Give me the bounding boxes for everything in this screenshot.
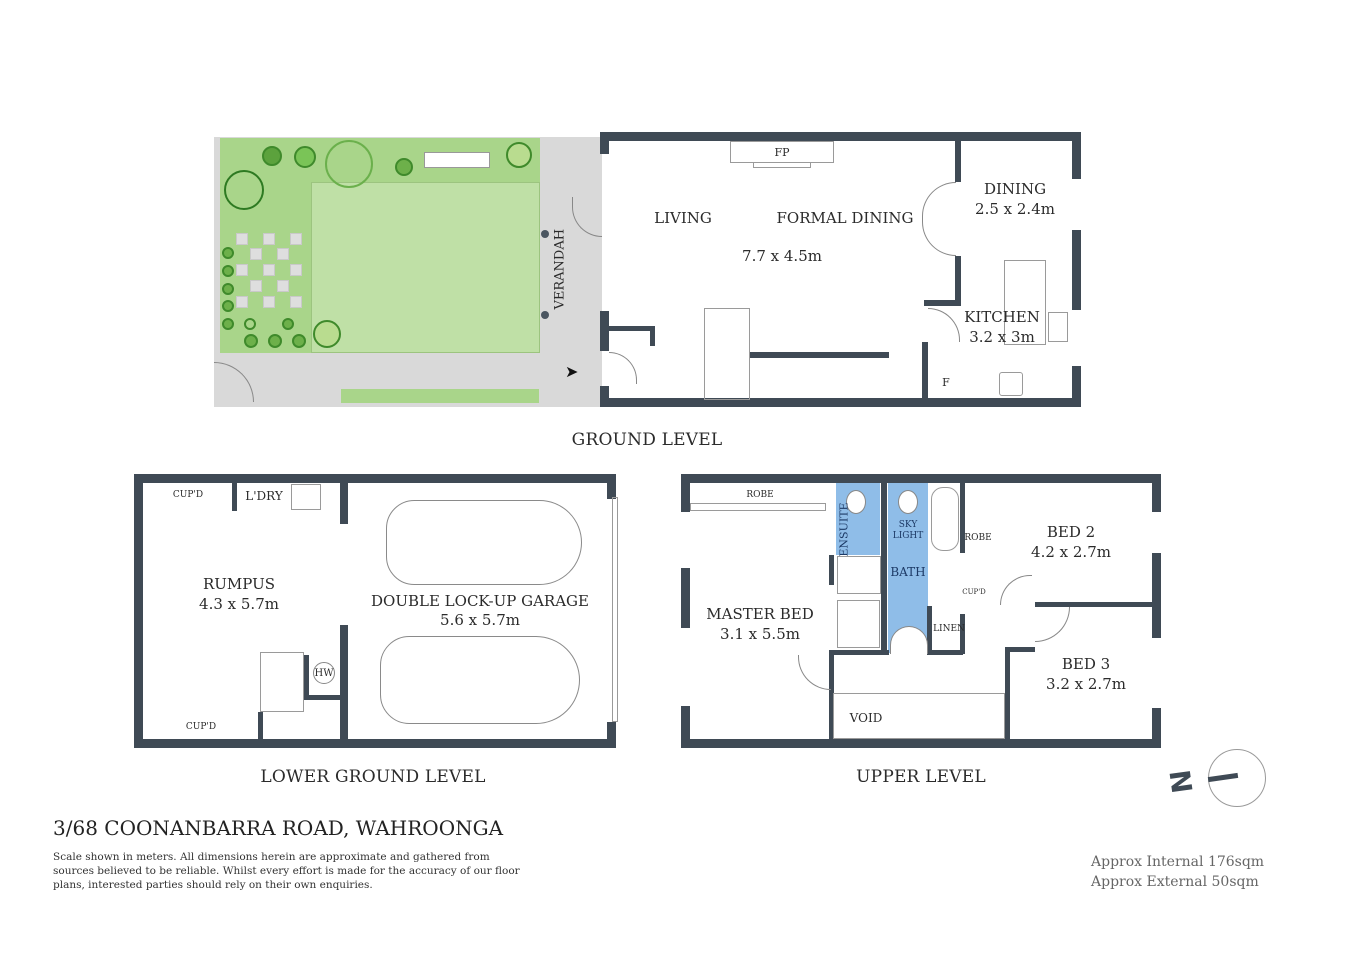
level-title-lower-ground: LOWER GROUND LEVEL [260, 767, 486, 787]
property-address: 3/68 COONANBARRA ROAD, WAHROONGA [53, 816, 504, 840]
sink [1048, 312, 1068, 342]
door-swing [890, 626, 928, 654]
toilet [846, 490, 866, 514]
area-external: Approx External 50sqm [1091, 874, 1259, 890]
toilet [898, 490, 918, 514]
room-dims-rumpus: 4.3 x 5.7m [199, 595, 279, 613]
garage-door [612, 497, 618, 722]
room-label-laundry: L'DRY [245, 489, 283, 503]
verandah-label: VERANDAH [552, 228, 568, 310]
room-dims-bed3: 3.2 x 2.7m [1046, 675, 1126, 693]
robe-label-bed2: ROBE [964, 533, 992, 543]
disclaimer-line: sources believed to be reliable. Whilst … [53, 865, 520, 877]
room-label-rumpus: RUMPUS [202, 575, 276, 593]
robe [690, 503, 826, 511]
kitchen-bench [1004, 260, 1046, 345]
room-label-master: MASTER BED [706, 605, 814, 623]
room-label-bed2: BED 2 [1046, 523, 1096, 541]
robe-label-master: ROBE [746, 490, 774, 500]
room-dims-dining: 2.5 x 2.4m [975, 200, 1055, 218]
cupboard-label: CUP'D [962, 588, 986, 596]
entry-door-swing [609, 352, 637, 384]
disclaimer-line: plans, interested parties should rely on… [53, 879, 373, 891]
room-label-bed3: BED 3 [1061, 655, 1111, 673]
lawn [311, 182, 540, 353]
door-swing [1000, 575, 1032, 605]
cupboard-label-top: CUP'D [172, 490, 204, 500]
void-label: VOID [849, 711, 883, 725]
door-swing [928, 308, 960, 342]
cooktop [999, 372, 1023, 396]
cupboard-label-bottom: CUP'D [185, 722, 217, 732]
door-swing [922, 219, 956, 256]
garden-bench [424, 152, 490, 168]
door-swing [798, 655, 831, 690]
linen-label: LINEN [933, 624, 965, 634]
car-outline [386, 500, 582, 585]
hot-water-unit [313, 662, 335, 684]
room-dims-kitchen: 3.2 x 3m [969, 328, 1035, 346]
room-label-kitchen: KITCHEN [964, 308, 1040, 326]
staircase [260, 652, 304, 712]
shower [837, 600, 880, 648]
entry-arrow-icon: ➤ [565, 362, 579, 381]
room-label-bath: BATH [890, 565, 926, 579]
room-dims-living: 7.7 x 4.5m [742, 247, 822, 265]
verandah-post [541, 230, 549, 238]
room-dims-master: 3.1 x 5.5m [720, 625, 800, 643]
car-outline [380, 636, 580, 724]
skylight-label: SKY [898, 520, 918, 530]
skylight-label: LIGHT [892, 531, 924, 541]
room-label-garage: DOUBLE LOCK-UP GARAGE [371, 592, 589, 610]
door-swing [1035, 607, 1070, 642]
staircase [704, 308, 750, 400]
fridge-label: F [942, 376, 950, 389]
room-label-dining: DINING [983, 180, 1047, 198]
room-label-living: LIVING [654, 209, 712, 227]
room-dims-garage: 5.6 x 5.7m [440, 611, 520, 629]
hot-water-label: HW [314, 668, 334, 679]
staircase [833, 693, 1005, 739]
room-label-ensuite: ENSUITE [837, 502, 851, 557]
laundry-tub [291, 484, 321, 510]
planter-strip [341, 389, 539, 403]
bathtub [931, 487, 959, 551]
room-dims-bed2: 4.2 x 2.7m [1031, 543, 1111, 561]
disclaimer-line: Scale shown in meters. All dimensions he… [53, 851, 490, 863]
door-swing [922, 182, 956, 219]
north-label: N [1163, 767, 1200, 796]
fireplace-label: FP [774, 146, 790, 159]
area-internal: Approx Internal 176sqm [1091, 854, 1265, 870]
verandah-post [541, 311, 549, 319]
shower [837, 556, 881, 594]
level-title-upper: UPPER LEVEL [856, 767, 986, 787]
room-label-formal-dining: FORMAL DINING [776, 209, 914, 227]
level-title-ground: GROUND LEVEL [571, 430, 723, 450]
